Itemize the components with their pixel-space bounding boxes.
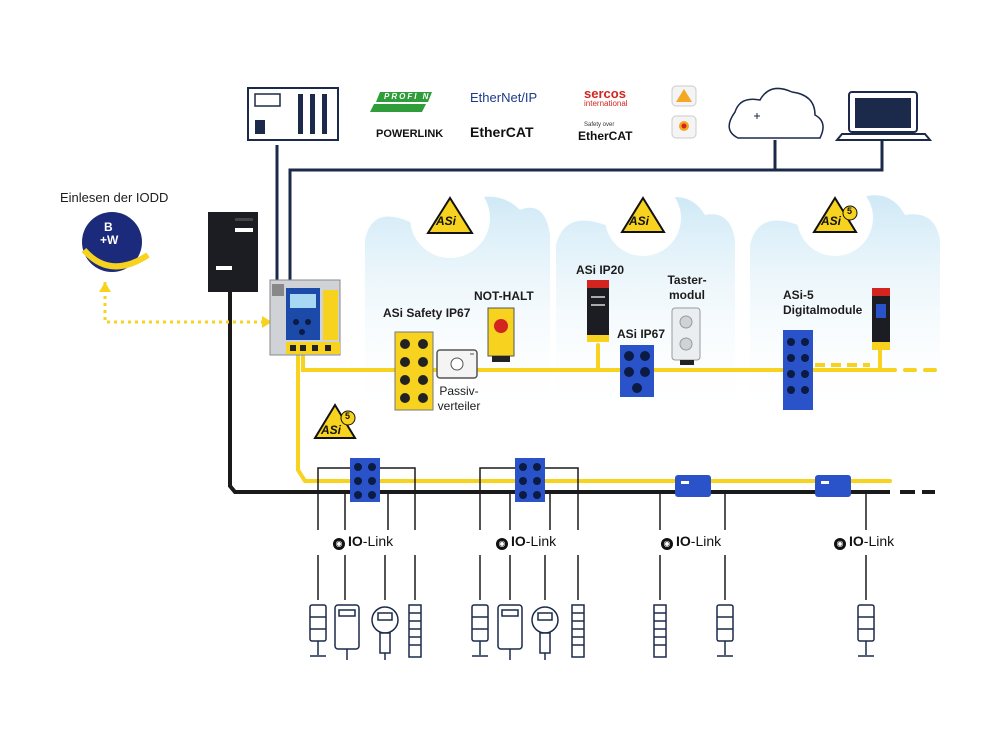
- powerlink-logo: POWERLINK: [376, 128, 444, 140]
- sensor-box: [497, 604, 523, 660]
- asi5-logo-digit: 5: [847, 206, 853, 216]
- asi5-logo-text: ASi: [821, 214, 842, 228]
- sercos-logo: sercos: [584, 86, 626, 101]
- safety-over-text: Safety over: [584, 122, 615, 128]
- io-link-prefix: IO: [849, 533, 864, 549]
- safety-icon-2: [671, 115, 697, 139]
- fieldbus-line: [275, 140, 884, 285]
- sensor-light-tower: [716, 604, 734, 657]
- asi5-rail-module: [872, 288, 890, 350]
- asi5-left-logo-text: ASi: [321, 423, 342, 437]
- ethercat-logo: EtherCAT: [470, 124, 534, 140]
- io-link-suffix: -Link: [525, 533, 557, 549]
- io-link-master-2: [515, 458, 545, 502]
- taster-label-line2: modul: [669, 288, 705, 302]
- io-link-label-3: ◉IO-Link: [661, 533, 721, 550]
- profinet-logo: PROFI NET: [384, 92, 445, 101]
- sensor-pressure: [531, 606, 559, 660]
- laptop-icon: [834, 91, 933, 141]
- sensor-light-tower: [857, 604, 875, 657]
- asi5-left-logo-digit: 5: [345, 411, 351, 421]
- io-link-master-1: [350, 458, 380, 502]
- sensor-box: [334, 604, 360, 660]
- taster-module: [671, 307, 701, 365]
- sensor-light-tower: [309, 604, 327, 657]
- io-link-label-1: ◉IO-Link: [333, 533, 393, 550]
- asi-safety-logo-badge: [410, 178, 490, 258]
- asi-logo-text: ASi: [629, 214, 650, 228]
- passive-distributor: [436, 349, 478, 379]
- io-link-prefix: IO: [511, 533, 526, 549]
- io-link-prefix: IO: [348, 533, 363, 549]
- iodd-arrow-head: [262, 316, 272, 328]
- ethercat-safety-logo: EtherCAT: [578, 129, 633, 143]
- asi-safety-ip67-module: [394, 331, 434, 411]
- asi-safety-label: ASi Safety IP67: [383, 306, 471, 320]
- asi5-digital-module: [783, 330, 813, 410]
- bw-logo-bottom-text: +W: [100, 233, 119, 247]
- sensor-cylinder: [653, 604, 667, 658]
- sercos-sub-logo: international: [584, 99, 628, 108]
- io-link-label-2: ◉IO-Link: [496, 533, 556, 550]
- sensor-light-tower: [471, 604, 489, 657]
- io-link-bus-line: [228, 290, 935, 494]
- passive-label-line1: Passiv-: [439, 384, 479, 398]
- io-link-suffix: -Link: [863, 533, 895, 549]
- io-link-master-3: [675, 475, 711, 497]
- asi-gateway-black: [208, 212, 258, 292]
- taster-label-line1: Taster-: [667, 273, 707, 287]
- asi-ip67-module: [620, 345, 654, 397]
- profinet-badge: [370, 92, 432, 112]
- asi-ip67-label: ASi IP67: [617, 327, 666, 341]
- io-link-wires-group1: [317, 467, 867, 530]
- io-link-icon: ◉: [834, 538, 846, 550]
- asi-line: [296, 343, 937, 483]
- iodd-label: Einlesen der IODD: [60, 190, 169, 205]
- io-link-suffix: -Link: [362, 533, 394, 549]
- io-link-icon: ◉: [496, 538, 508, 550]
- safety-controller: [269, 279, 341, 356]
- cloud-icon: [728, 87, 824, 139]
- plc-rack-icon: [247, 87, 339, 141]
- asi5-logo-left: [313, 403, 357, 439]
- not-halt-label: NOT-HALT: [474, 289, 534, 303]
- sensor-wires: [317, 555, 867, 600]
- io-link-prefix: IO: [676, 533, 691, 549]
- io-link-suffix: -Link: [690, 533, 722, 549]
- asi-logo-badge: [605, 180, 681, 256]
- ethernet-ip-logo: EtherNet/IP: [470, 90, 538, 105]
- io-link-master-4: [815, 475, 851, 497]
- asi5-logo-badge: [797, 180, 873, 256]
- asi-ip20-module: [587, 280, 609, 342]
- io-link-label-4: ◉IO-Link: [834, 533, 894, 550]
- io-link-icon: ◉: [661, 538, 673, 550]
- passive-label-line2: verteiler: [437, 399, 481, 413]
- emergency-stop: [487, 307, 515, 362]
- asi5-label-line2: Digitalmodule: [783, 303, 863, 317]
- io-link-icon: ◉: [333, 538, 345, 550]
- safety-icon-1: [671, 85, 697, 107]
- sensor-cylinder: [571, 604, 585, 658]
- asi-ip20-label: ASi IP20: [576, 263, 625, 277]
- bw-logo-top-text: B: [104, 220, 113, 234]
- sensor-pressure: [371, 606, 399, 660]
- bw-logo-icon: [81, 212, 150, 272]
- asi5-label-line1: ASi-5: [783, 288, 814, 302]
- asi-safety-logo-text: ASi: [436, 214, 457, 228]
- sensor-cylinder: [408, 604, 422, 658]
